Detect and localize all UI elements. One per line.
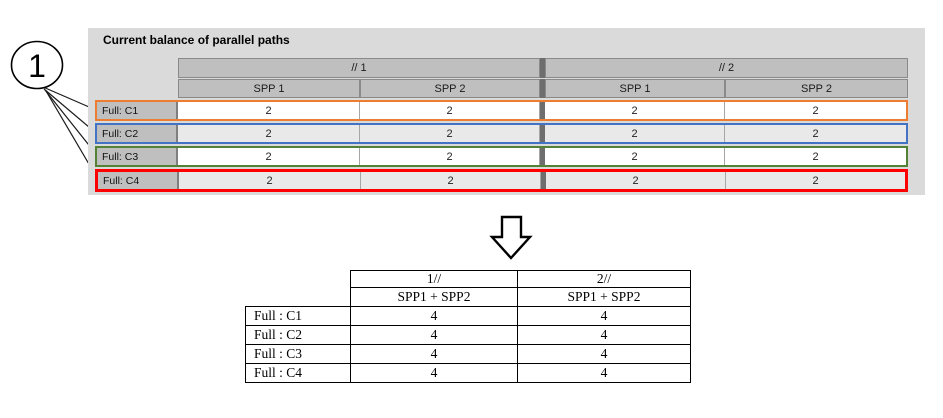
section-divider — [540, 102, 545, 119]
value-cell: 2 — [545, 102, 725, 119]
row-label: Full: C4 — [98, 172, 179, 189]
current-balance-panel: Current balance of parallel paths // 1 /… — [88, 28, 925, 195]
leader-line — [42, 86, 97, 111]
value-cell: 2 — [546, 172, 726, 189]
row-label: Full : C3 — [245, 344, 351, 364]
col-header-spp2-a: SPP 2 — [360, 79, 540, 98]
leader-line — [45, 90, 97, 177]
empty-corner — [246, 271, 351, 288]
col-header-spp1-b: SPP 1 — [545, 79, 725, 98]
empty-corner — [246, 288, 351, 307]
summary-sub-header-2: SPP1 + SPP2 — [517, 287, 691, 307]
row-label: Full : C2 — [245, 325, 351, 345]
table-row-c2: Full: C2 2 2 2 2 — [95, 123, 908, 144]
value-cell: 4 — [350, 344, 518, 364]
value-cell: 2 — [179, 172, 361, 189]
callout-circle — [10, 40, 64, 90]
leader-line — [44, 89, 97, 155]
value-cell: 4 — [517, 325, 691, 345]
value-cell: 2 — [725, 125, 906, 142]
row-label: Full : C1 — [245, 306, 351, 326]
summary-table: 1// 2// SPP1 + SPP2 SPP1 + SPP2 Full : C… — [245, 270, 691, 383]
value-cell: 2 — [360, 102, 540, 119]
header-spacer — [95, 79, 178, 98]
value-cell: 2 — [360, 148, 540, 165]
leader-line — [43, 88, 97, 134]
value-cell: 2 — [545, 148, 725, 165]
section-divider — [540, 58, 545, 78]
panel-title: Current balance of parallel paths — [103, 33, 290, 47]
row-label: Full : C4 — [245, 363, 351, 383]
value-cell: 4 — [350, 325, 518, 345]
summary-group-header-row: 1// 2// — [246, 270, 691, 288]
balance-table: // 1 // 2 SPP 1 SPP 2 SPP 1 SPP 2 Full: … — [95, 58, 908, 192]
value-cell: 2 — [178, 102, 360, 119]
value-cell: 4 — [350, 306, 518, 326]
value-cell: 2 — [726, 172, 905, 189]
group-header-row: // 1 // 2 — [95, 58, 908, 78]
summary-row-c3: Full : C3 4 4 — [245, 344, 691, 364]
value-cell: 2 — [178, 125, 360, 142]
table-row-c1: Full: C1 2 2 2 2 — [95, 100, 908, 121]
value-cell: 4 — [517, 306, 691, 326]
value-cell: 4 — [517, 363, 691, 383]
down-arrow-icon — [489, 215, 533, 260]
table-row-c3: Full: C3 2 2 2 2 — [95, 146, 908, 167]
section-divider — [541, 172, 546, 189]
col-header-spp2-b: SPP 2 — [725, 79, 908, 98]
summary-row-c4: Full : C4 4 4 — [245, 363, 691, 383]
row-label: Full: C2 — [97, 125, 178, 142]
value-cell: 2 — [360, 125, 540, 142]
header-spacer — [95, 58, 178, 78]
value-cell: 2 — [545, 125, 725, 142]
summary-sub-header-row: SPP1 + SPP2 SPP1 + SPP2 — [246, 287, 691, 307]
summary-row-c2: Full : C2 4 4 — [245, 325, 691, 345]
value-cell: 2 — [812, 150, 819, 163]
section-divider — [540, 79, 545, 98]
summary-sub-header-1: SPP1 + SPP2 — [350, 287, 518, 307]
col-header-spp1-a: SPP 1 — [178, 79, 360, 98]
col-group-header-1: // 1 — [178, 58, 540, 78]
summary-col-header-2: 2// — [517, 270, 691, 288]
col-group-header-2: // 2 — [545, 58, 908, 78]
callout-number: 1 — [28, 48, 46, 84]
value-cell: 2 — [178, 148, 360, 165]
row-label: Full: C3 — [97, 148, 178, 165]
value-cell: 4 — [350, 363, 518, 383]
row-label: Full: C1 — [97, 102, 178, 119]
value-cell: 2 — [812, 104, 819, 117]
table-row-c4: Full: C4 2 2 2 2 — [95, 169, 908, 192]
value-cell: 2 — [361, 172, 541, 189]
section-divider — [540, 125, 545, 142]
summary-col-header-1: 1// — [350, 270, 518, 288]
sub-header-row: SPP 1 SPP 2 SPP 1 SPP 2 — [95, 79, 908, 98]
section-divider — [540, 148, 545, 165]
summary-row-c1: Full : C1 4 4 — [245, 306, 691, 326]
value-cell: 4 — [517, 344, 691, 364]
